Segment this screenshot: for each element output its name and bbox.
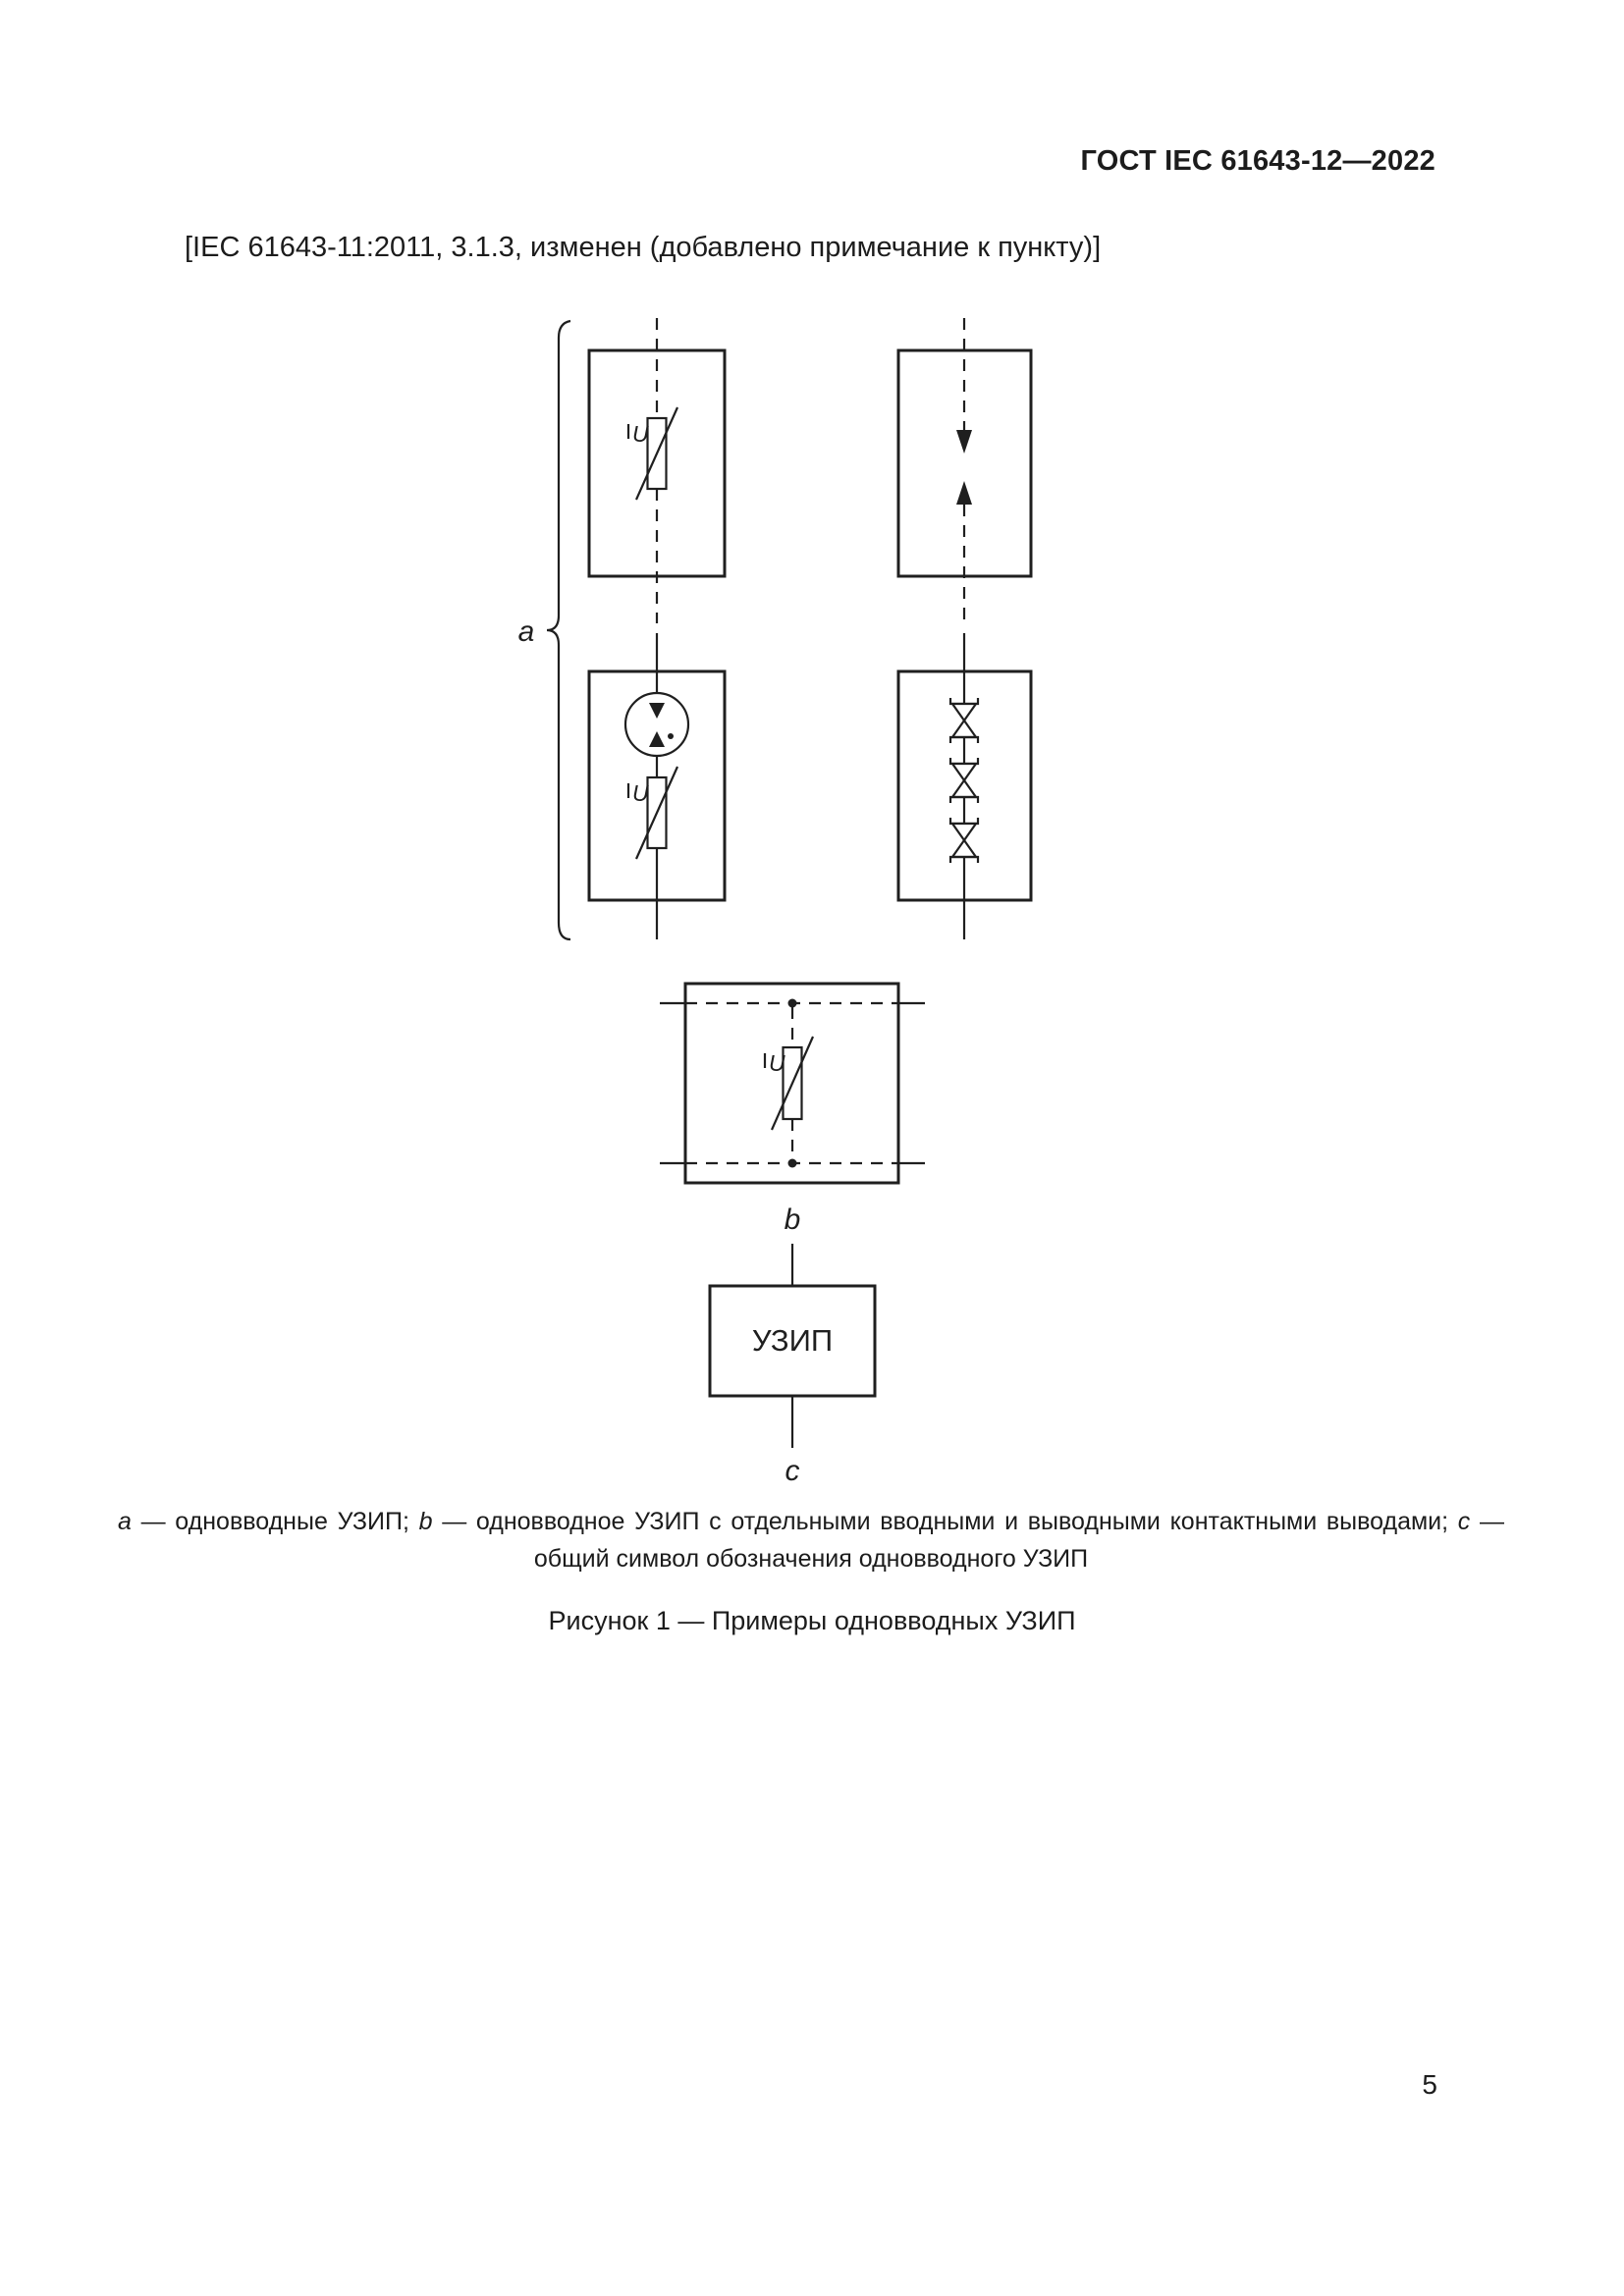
varistor-icon: U [626,766,679,860]
figure-caption: a — одновводные УЗИП; b — одновводное УЗ… [118,1504,1504,1577]
gas-discharge-tube-icon [623,691,690,758]
spd-generic-symbol-diagram: УЗИП c [708,1244,877,1484]
spd-separate-terminals-diagram: U b [660,982,925,1236]
page-header: ГОСТ IEC 61643-12—2022 [1080,145,1435,177]
tvs-diode-icon [948,758,980,803]
spd-diode-stack-box [896,633,1033,939]
figure-title: Рисунок 1 — Примеры одновводных УЗИП [548,1606,1076,1635]
u-label: U [632,780,649,806]
group-a-brace: a [518,319,571,941]
tvs-diode-icon [948,818,980,863]
u-label: U [632,421,649,447]
caption-letter-b: b [418,1508,433,1535]
varistor-icon: U [763,1036,815,1131]
caption-letter-c: c [1457,1508,1471,1535]
spd-gdt-varistor-box: U [587,633,727,939]
varistor-icon: U [626,406,679,501]
spd-varistor-box: U [587,318,727,623]
terminal-node [787,998,797,1008]
diagram-label-a: a [518,615,535,648]
terminal-node [787,1158,797,1168]
spd-spark-gap-box [896,318,1033,623]
page-number: 5 [1422,2069,1437,2100]
tvs-diode-icon [948,698,980,743]
diagram-label-c: c [785,1455,800,1484]
caption-text-c: — общий символ обозначения одновводного … [533,1508,1504,1573]
caption-text-a: — одновводные УЗИП; [131,1508,419,1535]
spark-gap-icon [956,430,972,505]
caption-letter-a: a [118,1508,132,1535]
intro-text: [IEC 61643-11:2011, 3.1.3, изменен (доба… [185,232,1102,263]
curly-brace-icon [546,319,571,941]
u-label: U [769,1050,785,1076]
diagram-label-b: b [785,1203,801,1236]
caption-text-b: — одновводное УЗИП с отдельными вводными… [432,1508,1458,1535]
figure-1-diagram: a U [518,318,1033,1484]
spd-box-label: УЗИП [752,1323,833,1358]
